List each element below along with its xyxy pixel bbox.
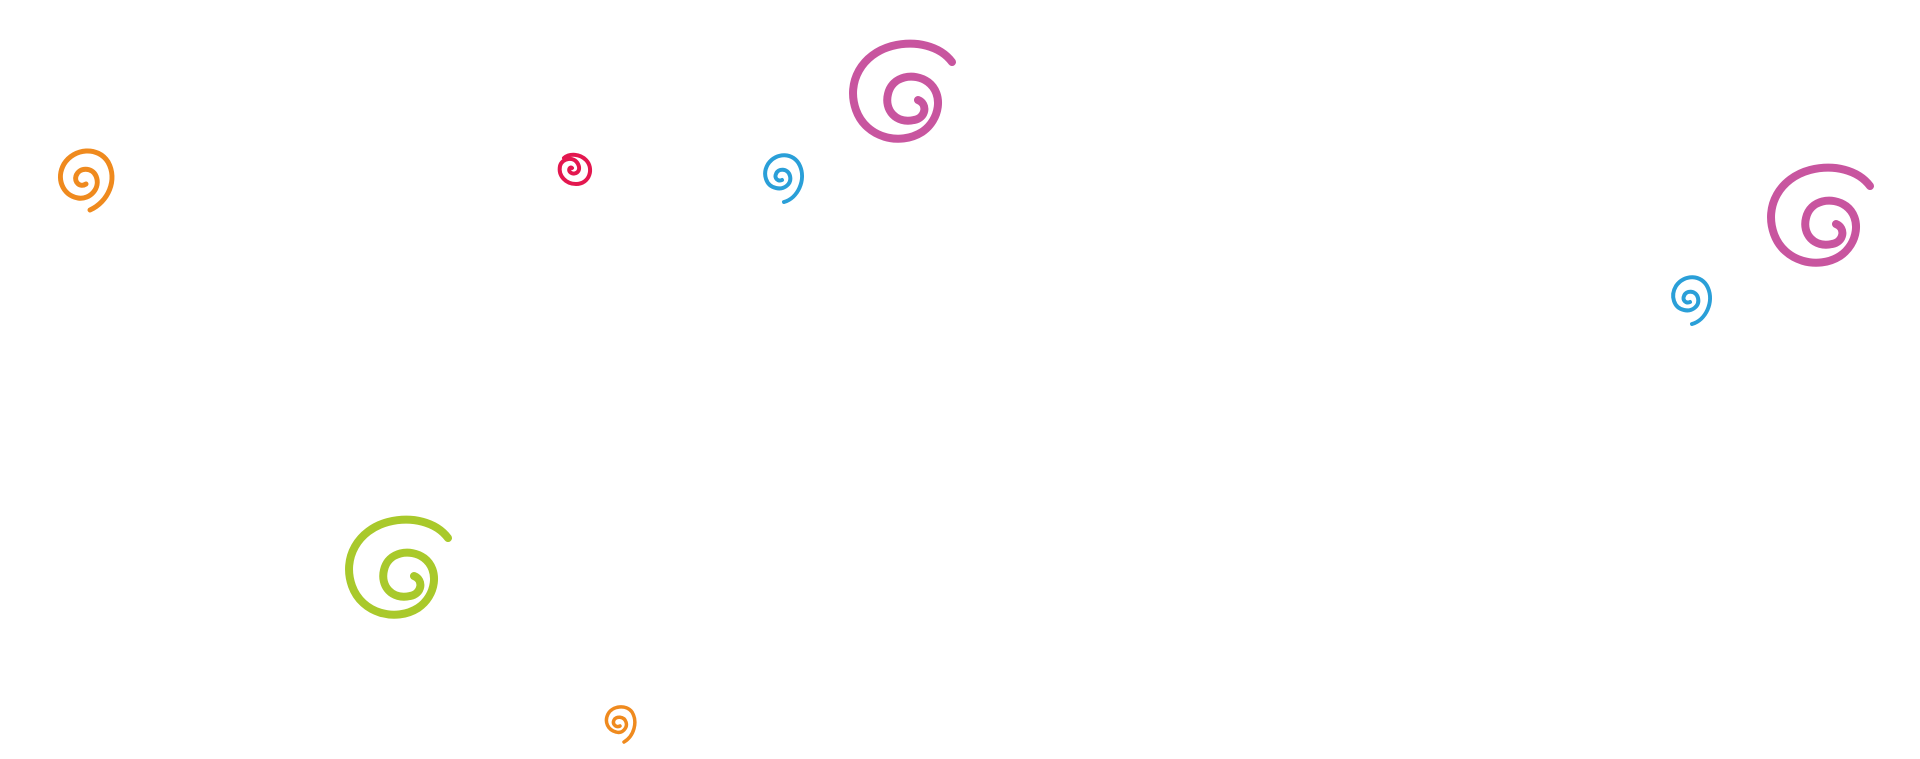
swirl-magenta-top-icon <box>849 39 956 143</box>
swirl-magenta-right-icon <box>1767 163 1874 267</box>
swirl-red-small-icon <box>557 152 593 186</box>
swirl-blue-top-icon <box>763 153 804 204</box>
swirl-orange-bottom-icon <box>604 705 637 744</box>
swirl-blue-right-icon <box>1671 275 1712 326</box>
swirl-green-icon <box>345 515 452 619</box>
swirl-orange-left-icon <box>58 148 115 213</box>
